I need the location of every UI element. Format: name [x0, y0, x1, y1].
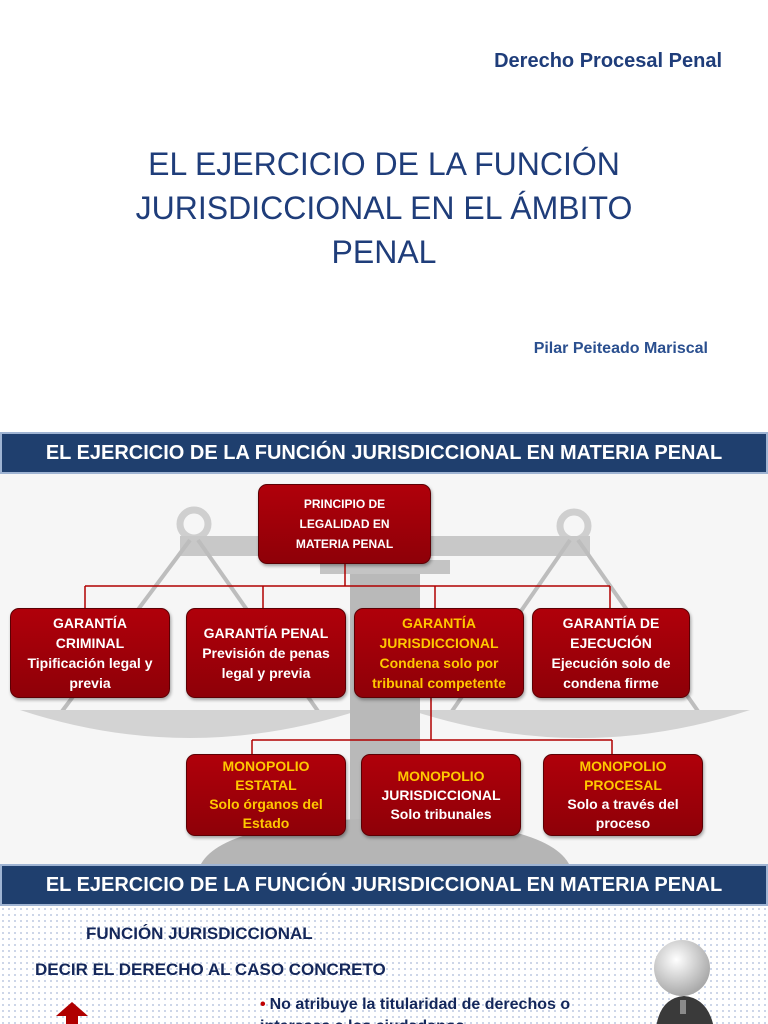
text-line: Condena solo por	[379, 655, 499, 671]
bullet-text: No atribuye la titularidad de derechos o…	[260, 996, 571, 1024]
root-line-1: PRINCIPIO DE	[303, 497, 386, 511]
text-line: legal y previa	[221, 665, 311, 681]
title-line-3: PENAL	[331, 234, 437, 270]
text-line: Ejecución solo de	[551, 655, 671, 671]
monopolio-estatal-box: MONOPOLIO ESTATAL Solo órganos del Estad…	[186, 754, 346, 836]
bullet-dot-icon: •	[260, 996, 266, 1013]
heading-line: GARANTÍA PENAL	[203, 625, 329, 641]
slide3-banner: EL EJERCICIO DE LA FUNCIÓN JURISDICCIONA…	[0, 864, 768, 906]
garantia-jurisdiccional-box: GARANTÍA JURISDICCIONAL Condena solo por…	[354, 608, 524, 698]
bullet-item: •No atribuye la titularidad de derechos …	[260, 994, 620, 1024]
text-line: Previsión de penas	[202, 645, 330, 661]
text-line: condena firme	[563, 675, 659, 691]
heading-line: GARANTÍA DE	[562, 615, 660, 631]
person-figure-icon	[654, 940, 713, 1024]
root-line-3: MATERIA PENAL	[295, 537, 394, 551]
text-line: proceso	[595, 815, 651, 831]
monopolio-procesal-box: MONOPOLIO PROCESAL Solo a través del pro…	[543, 754, 703, 836]
principio-legalidad-box: PRINCIPIO DE LEGALIDAD EN MATERIA PENAL	[258, 484, 431, 564]
heading-line: CRIMINAL	[55, 635, 125, 651]
up-arrow-icon	[56, 1002, 88, 1024]
garantia-criminal-box: GARANTÍA CRIMINAL Tipificación legal y p…	[10, 608, 170, 698]
text-line: Solo órganos del	[209, 796, 323, 812]
root-line-2: LEGALIDAD EN	[299, 517, 390, 531]
course-name: Derecho Procesal Penal	[494, 50, 722, 72]
heading-line: EJECUCIÓN	[570, 635, 652, 651]
function-slide: FUNCIÓN JURISDICCIONAL DECIR EL DERECHO …	[0, 906, 768, 1024]
heading-line: MONOPOLIO	[397, 767, 485, 784]
heading-line: JURISDICCIONAL	[381, 786, 501, 803]
heading-line: MONOPOLIO	[222, 758, 310, 774]
text-line: Solo tribunales	[390, 805, 492, 822]
diagram-slide: PRINCIPIO DE LEGALIDAD EN MATERIA PENAL …	[0, 474, 768, 866]
heading-line: GARANTÍA	[53, 615, 127, 631]
title-line-1: EL EJERCICIO DE LA FUNCIÓN	[148, 146, 620, 182]
text-line: Tipificación legal y	[27, 655, 153, 671]
text-line: Solo a través del	[567, 796, 679, 812]
heading-line: JURISDICCIONAL	[379, 635, 499, 651]
garantia-penal-box: GARANTÍA PENAL Previsión de penas legal …	[186, 608, 346, 698]
garantia-ejecucion-box: GARANTÍA DE EJECUCIÓN Ejecución solo de …	[532, 608, 690, 698]
title-line-2: JURISDICCIONAL EN EL ÁMBITO	[135, 190, 633, 226]
text-line: tribunal competente	[372, 675, 506, 691]
heading-line: MONOPOLIO	[579, 758, 667, 774]
title-slide: Derecho Procesal Penal EL EJERCICIO DE L…	[0, 0, 768, 420]
author-name: Pilar Peiteado Mariscal	[533, 340, 708, 357]
heading-line: PROCESAL	[584, 777, 662, 793]
heading-line: GARANTÍA	[402, 615, 476, 631]
slide-title: EL EJERCICIO DE LA FUNCIÓN JURISDICCIONA…	[60, 142, 708, 274]
text-line: previa	[69, 675, 111, 691]
slide2-banner: EL EJERCICIO DE LA FUNCIÓN JURISDICCIONA…	[0, 432, 768, 474]
heading-line: ESTATAL	[235, 777, 297, 793]
monopolio-jurisdiccional-box: MONOPOLIO JURISDICCIONAL Solo tribunales	[361, 754, 521, 836]
text-line: Estado	[242, 815, 290, 831]
decir-heading: DECIR EL DERECHO AL CASO CONCRETO	[35, 960, 386, 979]
funcion-heading: FUNCIÓN JURISDICCIONAL	[86, 924, 313, 943]
